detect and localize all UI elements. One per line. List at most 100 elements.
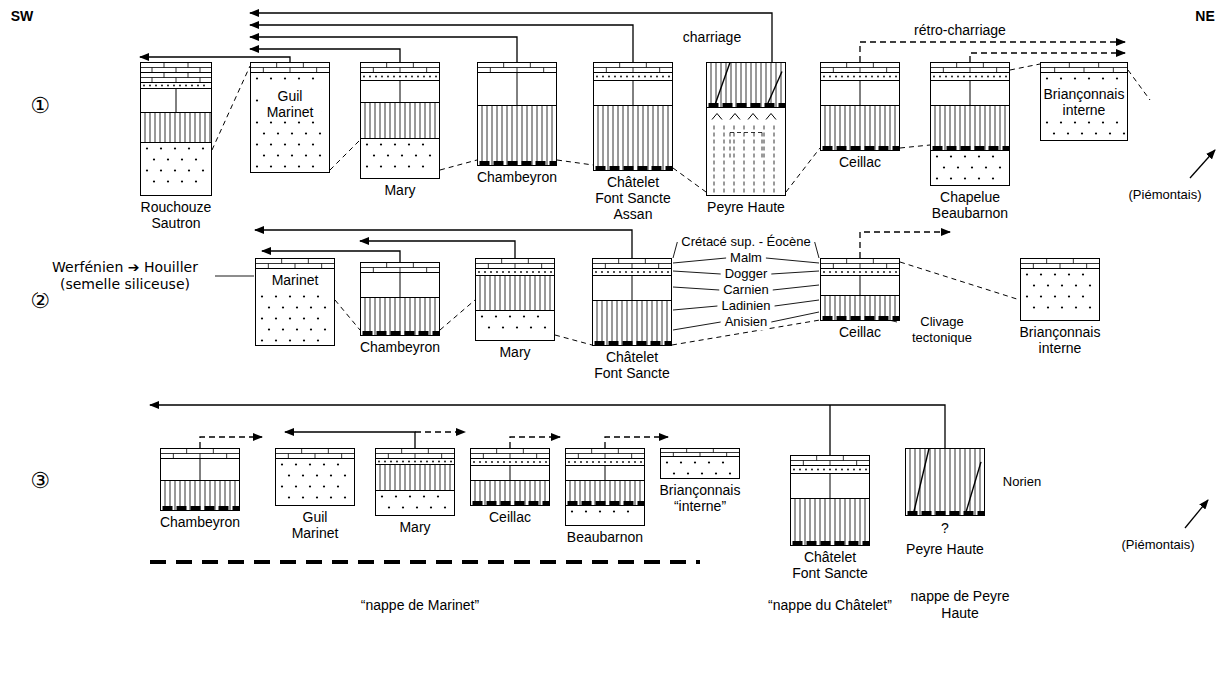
layer-rect: [376, 449, 455, 459]
layer-hatch: [865, 106, 866, 151]
layer-hatch: [450, 465, 451, 491]
column-name: Ceillac: [830, 324, 890, 340]
layer-dot: [275, 295, 277, 297]
layer-dot: [625, 271, 627, 273]
layer-rect: [568, 502, 577, 506]
nappe-base: [150, 560, 700, 564]
layer-dot: [405, 76, 407, 78]
layer-hatch: [435, 298, 436, 336]
layer-rect: [593, 276, 672, 301]
layer-dot: [638, 76, 640, 78]
layer-rect: [476, 276, 555, 311]
thrust-arrow: [150, 405, 945, 448]
layer-hatch: [400, 103, 401, 139]
layer-hatch: [420, 103, 421, 139]
layer-dot: [380, 143, 382, 145]
layer-dot: [298, 121, 300, 123]
layer-rect: [251, 73, 330, 173]
layer-dot: [387, 154, 389, 156]
layer-dot: [167, 85, 169, 87]
layer-dot: [871, 76, 873, 78]
layer-rect: [837, 147, 846, 151]
layer-hatch: [525, 481, 526, 506]
layer-dot: [957, 76, 959, 78]
layer-dot: [490, 271, 492, 273]
layer-hatch: [385, 465, 386, 491]
layer-rect: [821, 73, 900, 81]
layer-dot: [153, 180, 155, 182]
layer-hatch: [1073, 259, 1074, 264]
layer-dot: [408, 165, 410, 167]
layer-dot: [309, 463, 311, 465]
layer-dot: [502, 271, 504, 273]
layer-hatch: [726, 63, 727, 108]
layer-dot: [571, 510, 573, 512]
layer-rect: [638, 502, 645, 506]
strat-column: Châtelet Font Sancte: [592, 258, 672, 345]
layer-hatch: [930, 449, 931, 516]
layer-dot: [595, 271, 597, 273]
layer-rect: [363, 332, 372, 336]
layer-rect: [566, 459, 645, 466]
layer-rect: [141, 143, 212, 196]
layer-rect: [906, 449, 985, 516]
layer-hatch: [480, 276, 481, 311]
layer-dot: [1116, 121, 1118, 123]
layer-dot: [160, 169, 162, 171]
layer-hatch: [856, 461, 857, 466]
correlation-line: [786, 148, 820, 192]
layer-hatch: [435, 103, 436, 139]
layer-hatch: [960, 106, 961, 151]
layer-dot: [181, 158, 183, 160]
layer-dot: [975, 76, 977, 78]
layer-hatch: [845, 499, 846, 546]
layer-hatch: [373, 68, 374, 73]
layer-hatch: [597, 301, 598, 346]
layer-rect: [595, 342, 604, 346]
layer-rect: [893, 147, 900, 151]
layer-hatch: [830, 499, 831, 546]
layer-hatch: [935, 106, 936, 151]
layer-dot: [399, 76, 401, 78]
layer-dot: [337, 463, 339, 465]
layer-hatch: [365, 298, 366, 336]
layer-hatch: [532, 106, 533, 166]
layer-hatch: [1113, 68, 1114, 73]
layer-hatch: [395, 465, 396, 491]
layer-hatch: [642, 301, 643, 346]
layer-dot: [632, 76, 634, 78]
strat-column: Peyre Haute: [706, 62, 786, 195]
layer-hatch: [734, 126, 735, 196]
layer-dot: [805, 469, 807, 471]
layer-rect: [931, 73, 1010, 81]
layer-rect: [723, 104, 732, 108]
layer-dot: [883, 271, 885, 273]
correlation-line: [900, 145, 930, 148]
layer-hatch: [731, 63, 732, 108]
layer-dot: [298, 143, 300, 145]
layer-hatch: [1033, 264, 1034, 269]
layer-hatch: [754, 126, 755, 196]
layer-hatch: [188, 63, 189, 68]
layer-hatch: [873, 63, 874, 68]
layer-hatch: [542, 106, 543, 166]
layer-dot: [799, 469, 801, 471]
layer-dot: [303, 339, 305, 341]
layer-hatch: [512, 106, 513, 166]
layer-dot: [602, 76, 604, 78]
layer-rect: [1041, 63, 1128, 73]
layer-hatch: [663, 106, 664, 171]
layer-dot: [971, 166, 973, 168]
strat-column: Marinet: [255, 258, 335, 345]
layer-hatch: [426, 68, 427, 73]
layer-hatch: [860, 81, 861, 106]
layer-hatch: [980, 106, 981, 151]
correlation-line: [212, 66, 250, 150]
layer-dot: [662, 76, 664, 78]
layer-dot: [951, 76, 953, 78]
layer-hatch: [425, 103, 426, 139]
layer-dot: [514, 271, 516, 273]
layer-dot: [380, 165, 382, 167]
layer-dot: [409, 495, 411, 497]
layer-rect: [791, 456, 870, 466]
